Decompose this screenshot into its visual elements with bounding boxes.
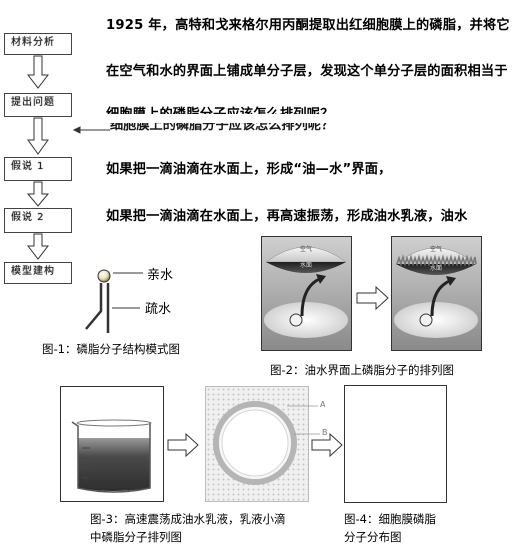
air-label-after: 空气 xyxy=(430,246,443,253)
down-arrow-icon xyxy=(26,55,50,89)
phospholipid-tail-left xyxy=(85,283,103,330)
left-arrow-icon xyxy=(72,126,110,134)
label-hydrophilic: 亲水 xyxy=(147,268,174,283)
water-label-after: 水面 xyxy=(430,265,443,272)
flow-box-label: 提出问题 xyxy=(11,97,55,108)
figure-4-caption-line-2: 分子分布图 xyxy=(344,530,402,544)
passage-line-2: 在空气和水的界面上铺成单分子层，发现这个单分子层的面积相当于 xyxy=(106,64,508,79)
passage-line-4: 如果把一滴油滴在水面上，形成“油—水”界面， xyxy=(106,162,392,177)
beaker-liquid xyxy=(78,438,150,491)
floor-ellipse xyxy=(394,302,478,338)
beaker-outline xyxy=(71,421,151,493)
down-arrow-icon xyxy=(27,117,49,155)
water-layer xyxy=(266,262,346,273)
down-arrow-icon xyxy=(26,233,50,260)
right-arrow-icon xyxy=(311,432,343,458)
figure-3-caption-line-2: 中磷脂分子排列图 xyxy=(90,530,182,544)
flow-box-hypothesis-1: 假说 1 xyxy=(4,157,72,181)
passage-line-cut-fragment: 细胞膜上的磷脂分子应该怎么排列呢？ xyxy=(110,123,410,132)
air-label-before: 空气 xyxy=(300,246,313,253)
figure-4-caption-line-1: 图-4：细胞膜磷脂 xyxy=(344,512,436,526)
marker-a: A xyxy=(320,400,326,409)
passage-line-3: 细胞膜上的磷脂分子应该怎么排列呢？ xyxy=(106,103,529,114)
passage-line-fragment: 细胞膜上的磷脂分子应该怎么排列呢？ xyxy=(110,123,335,132)
right-arrow-icon xyxy=(356,285,389,311)
figure-1-caption: 图-1：磷脂分子结构模式图 xyxy=(42,342,180,356)
flow-box-material-analysis: 材料分析 xyxy=(4,33,72,55)
figure-4-panel-empty xyxy=(344,385,447,503)
water-label-before: 水面 xyxy=(300,262,313,269)
passage-line-1: 1925 年，高特和戈来格尔用丙酮提取出红细胞膜上的磷脂，并将它 xyxy=(106,18,510,33)
figure-2-caption: 图-2：油水界面上磷脂分子的排列图 xyxy=(270,363,454,377)
emulsion-droplet-inner xyxy=(221,409,289,477)
flow-box-hypothesis-2: 假说 2 xyxy=(4,208,72,233)
beaker-rim xyxy=(76,419,152,427)
oil-droplet xyxy=(419,313,433,327)
oil-droplet xyxy=(289,313,303,327)
right-arrow-icon xyxy=(167,432,199,458)
marker-b: B xyxy=(322,428,328,437)
water-layer xyxy=(396,264,476,275)
figure-3-caption-line-1: 图-3：高速震荡成油水乳液，乳液小滴 xyxy=(90,512,286,526)
beaker-graduations xyxy=(82,447,90,479)
label-hydrophobic: 疏水 xyxy=(145,302,172,317)
flow-box-label: 假说 1 xyxy=(11,161,45,172)
floor-ellipse xyxy=(264,302,348,338)
flow-box-model-building: 模型建构 xyxy=(4,262,72,284)
phospholipid-head xyxy=(97,269,111,283)
air-dome xyxy=(265,246,347,263)
flow-box-label: 假说 2 xyxy=(11,212,45,223)
flow-box-label: 模型建构 xyxy=(11,266,55,277)
passage-line-5: 如果把一滴油滴在水面上，再高速振荡，形成油水乳液，油水 xyxy=(106,209,468,224)
flow-box-raise-question: 提出问题 xyxy=(4,93,72,117)
flow-box-label: 材料分析 xyxy=(11,37,55,48)
phospholipid-layer xyxy=(396,254,477,267)
down-arrow-icon xyxy=(26,181,50,207)
